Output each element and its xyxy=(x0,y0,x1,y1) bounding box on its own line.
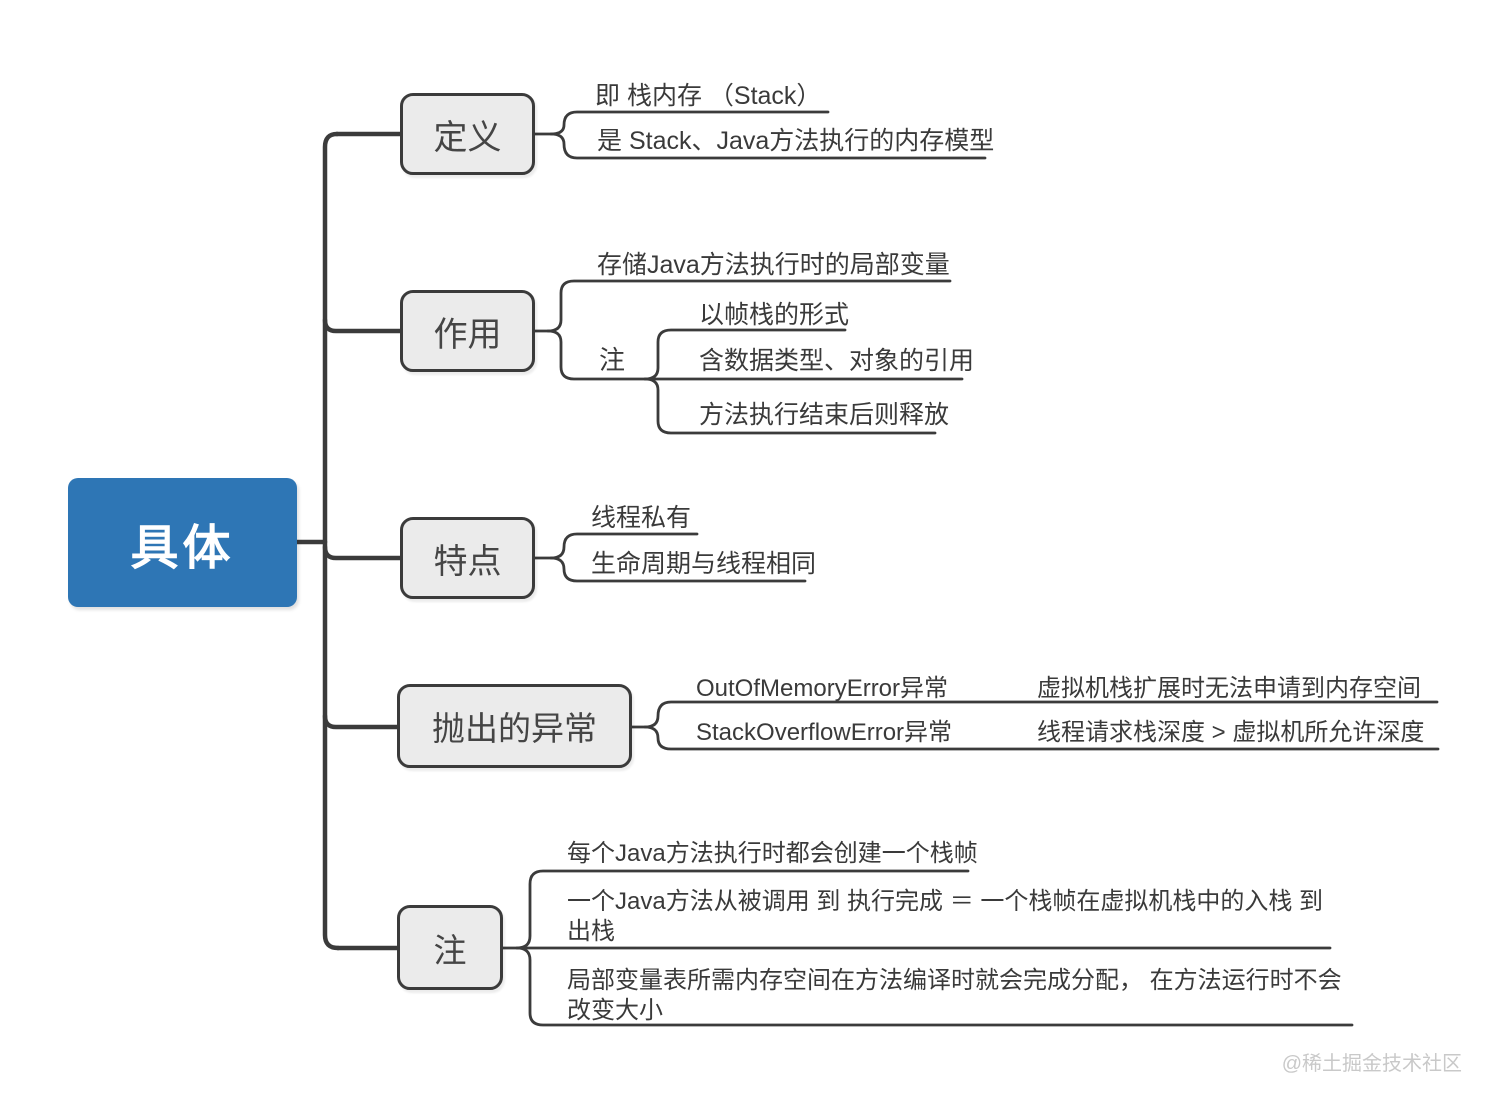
leaf-exception-sof-desc[interactable]: 线程请求栈深度 > 虚拟机所允许深度 xyxy=(1037,719,1425,746)
leaf-note-3[interactable]: 局部变量表所需内存空间在方法编译时就会完成分配， 在方法运行时不会改变大小 xyxy=(567,967,1342,1024)
line-sub-1 xyxy=(643,328,847,381)
leaf-function-1[interactable]: 存储Java方法执行时的局部变量 xyxy=(597,251,950,279)
leaf-features-2[interactable]: 生命周期与线程相同 xyxy=(591,550,817,578)
branch-node-definition[interactable]: 定义 xyxy=(400,93,535,175)
branch-node-function[interactable]: 作用 xyxy=(400,290,535,372)
connector-features xyxy=(322,544,403,561)
leaf-exception-sof[interactable]: StackOverflowError异常 xyxy=(696,719,953,746)
connector-function xyxy=(322,317,403,334)
leaf-definition-1[interactable]: 即 栈内存 （Stack） xyxy=(595,82,822,110)
leaf-function-note-sub-3[interactable]: 方法执行结束后则释放 xyxy=(699,401,950,429)
leaf-exception-oom[interactable]: OutOfMemoryError异常 xyxy=(696,675,949,702)
leaf-function-note-sub-2[interactable]: 含数据类型、对象的引用 xyxy=(699,347,975,375)
line-def-child-2 xyxy=(549,132,987,160)
leaf-note-2[interactable]: 一个Java方法从被调用 到 执行完成 ＝ 一个栈帧在虚拟机栈中的入栈 到 出栈 xyxy=(567,888,1324,945)
watermark: @稀土掘金技术社区 xyxy=(1281,1053,1462,1075)
line-exc-child-2 xyxy=(643,725,1440,751)
leaf-note-1[interactable]: 每个Java方法执行时都会创建一个栈帧 xyxy=(567,840,978,867)
branch-node-features[interactable]: 特点 xyxy=(400,517,535,599)
leaf-function-note[interactable]: 注 xyxy=(599,345,626,375)
leaf-function-note-sub-1[interactable]: 以帧栈的形式 xyxy=(699,301,850,329)
leaf-exception-oom-desc[interactable]: 虚拟机栈扩展时无法申请到内存空间 xyxy=(1037,675,1421,702)
branch-node-note[interactable]: 注 xyxy=(397,905,503,990)
leaf-definition-2[interactable]: 是 Stack、Java方法执行的内存模型 xyxy=(597,127,995,155)
trunk-and-branch-connectors xyxy=(294,131,403,951)
root-node[interactable]: 具体 xyxy=(68,478,297,607)
line-sub-3 xyxy=(643,377,937,435)
leaf-features-1[interactable]: 线程私有 xyxy=(591,504,692,532)
line-feat-child-2 xyxy=(549,556,807,583)
line-func-note xyxy=(546,329,964,381)
connector-exceptions xyxy=(322,713,400,730)
trunk-line xyxy=(322,131,341,951)
leaf-underlines xyxy=(501,110,1440,1027)
branch-node-exceptions[interactable]: 抛出的异常 xyxy=(397,684,632,768)
line-note-child-3 xyxy=(515,946,1354,1027)
